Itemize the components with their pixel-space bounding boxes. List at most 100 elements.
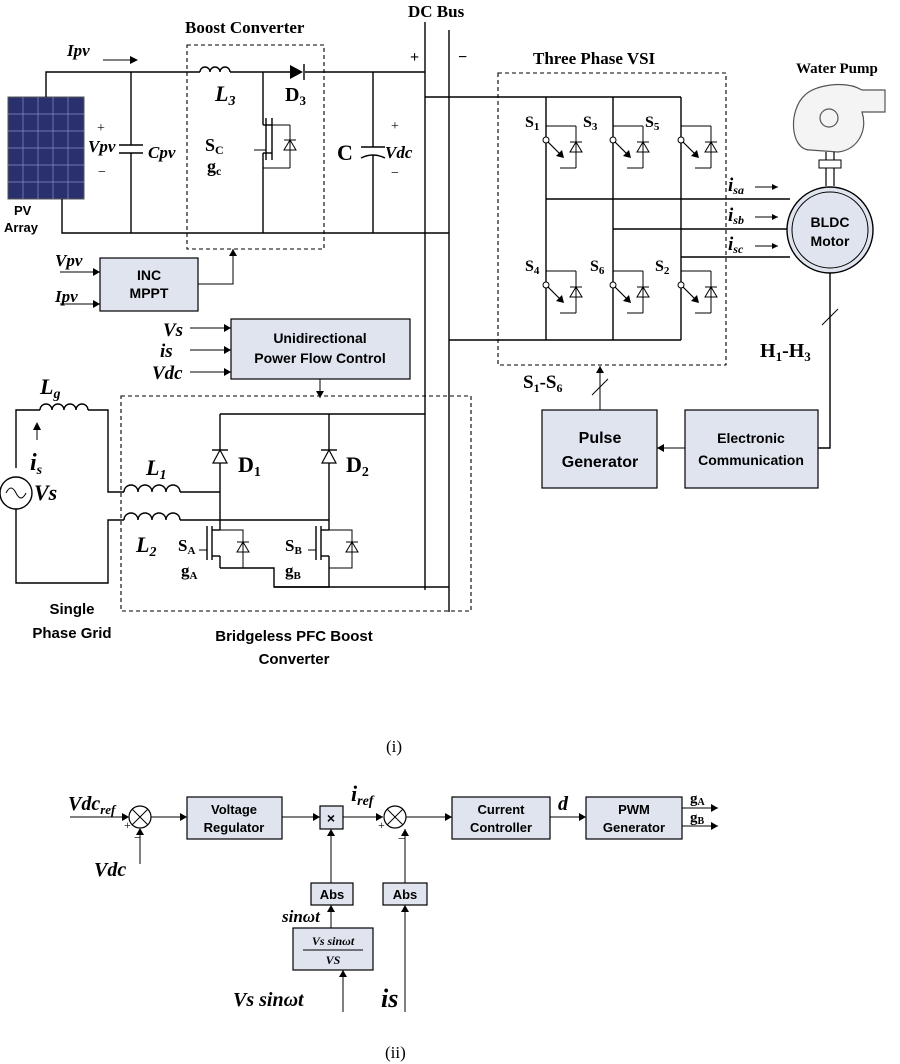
pulse-generator-block — [541, 409, 658, 489]
vdcref-label: Vdcref — [68, 793, 117, 817]
inductor-l2 — [123, 512, 181, 521]
sum1-plus: + — [124, 818, 131, 832]
mppt-ipv-arrowhead — [93, 300, 100, 308]
pv-top-wire — [45, 71, 200, 97]
hall-bus-slash — [821, 308, 839, 326]
summing-junction-current — [383, 805, 407, 829]
pwm-generator-block — [585, 796, 683, 840]
iref-label: iref — [351, 781, 375, 809]
mppt-ipv-input: Ipv — [54, 287, 78, 306]
dc-bus-minus: − — [458, 49, 467, 66]
inc-mppt-block — [99, 257, 199, 312]
mppt-output-wire — [198, 249, 234, 285]
abs1-label: Abs — [320, 887, 345, 902]
vs-sinwt-input-label: Vs sinωt — [233, 989, 305, 1011]
vpv-minus: − — [98, 165, 106, 180]
cc-to-pwm-arrowhead — [579, 813, 586, 821]
grid-bottom-wire — [15, 509, 124, 584]
normalizer-numerator: Vs sinωt — [312, 934, 355, 948]
pulse-line1: Pulse — [579, 430, 622, 447]
d1-label: D1 — [238, 452, 261, 480]
water-pump-icon — [793, 84, 886, 186]
inductor-l1 — [123, 484, 181, 493]
grid-is-label: is — [30, 450, 43, 478]
l1-label: L1 — [145, 455, 166, 483]
inductor-lg — [39, 403, 89, 411]
grid-to-l1-wire — [88, 409, 124, 493]
ipv-arrowhead — [130, 56, 138, 64]
abs2-label: Abs — [393, 887, 418, 902]
switch-sa — [199, 526, 250, 569]
electronic-line1: Electronic — [717, 430, 785, 446]
pfc-vdc-input: Vdc — [152, 363, 183, 384]
pfc-switch-return — [220, 567, 330, 588]
voltage-regulator-line1: Voltage — [211, 802, 257, 817]
boost-converter-box — [186, 44, 325, 250]
unidirectional-line2: Power Flow Control — [254, 350, 385, 366]
igbt-switch-s4 — [542, 270, 583, 314]
norm-to-abs1-arrowhead — [327, 905, 335, 912]
pfc-output-arrowhead — [316, 391, 324, 398]
vsi-switch-symbols — [542, 125, 718, 314]
igbt-switch-s3 — [609, 125, 650, 169]
caption-ii: (ii) — [385, 1043, 406, 1062]
ga-output-arrowhead — [711, 804, 718, 812]
diode-d3 — [290, 64, 305, 80]
pulse-line2: Generator — [562, 454, 638, 471]
pfc-is-arrowhead — [224, 346, 231, 354]
vdc-plus: + — [391, 119, 399, 134]
d3-label: D3 — [285, 84, 306, 108]
summing-junction-voltage — [128, 805, 152, 829]
is-input-label: is — [381, 984, 398, 1013]
is-input-arrowhead — [401, 905, 409, 912]
comm-to-pulse-arrowhead — [657, 444, 664, 452]
dc-bus-label: DC Bus — [408, 2, 465, 21]
vdc-label: Vdc — [385, 143, 413, 162]
cpv-label: Cpv — [148, 143, 176, 162]
bldc-line1: BLDC — [811, 214, 850, 230]
ga-output-label: gA — [690, 791, 706, 808]
switch-label-s4: S4 — [525, 258, 540, 277]
bridgeless-pfc-box — [120, 395, 472, 612]
bldc-motor-inner-ring — [791, 191, 869, 269]
switch-label-s5: S5 — [645, 114, 660, 133]
pfc-vdc-arrowhead — [224, 368, 231, 376]
pulse-to-vsi-arrowhead — [596, 366, 604, 373]
bridgeless-pfc-label-2: Converter — [259, 651, 330, 668]
mppt-vpv-arrowhead — [93, 268, 100, 276]
duty-label: d — [558, 793, 569, 815]
isa-arrowhead — [772, 184, 778, 190]
abs-block-1 — [310, 882, 354, 906]
mppt-output-arrowhead — [229, 249, 237, 256]
mult-to-sum2-arrowhead — [376, 813, 383, 821]
water-pump-label: Water Pump — [796, 61, 878, 77]
sum1-minus: − — [134, 830, 141, 845]
switch-label-s6: S6 — [590, 258, 605, 277]
isc-label: isc — [728, 234, 744, 256]
vs-sinwt-input-arrowhead — [339, 970, 347, 977]
vpv-plus: + — [97, 121, 105, 136]
abs2-to-sum2-arrowhead — [401, 829, 409, 836]
inc-mppt-line1: INC — [137, 267, 161, 283]
inductor-l3 — [199, 66, 231, 73]
sum2-to-cc-arrowhead — [445, 813, 452, 821]
pfc-vs-input: Vs — [163, 320, 183, 341]
pv-array-icon — [7, 96, 85, 200]
gb-output-label: gB — [690, 810, 705, 827]
gate-bus-slash — [591, 378, 609, 396]
bldc-motor — [786, 186, 874, 274]
sum1-to-vr-arrowhead — [180, 813, 187, 821]
ga-label: gA — [181, 561, 198, 582]
pv-array-label-2: Array — [4, 220, 39, 235]
multiplier-symbol: × — [327, 810, 335, 826]
grid-top-wire — [15, 409, 40, 468]
voltage-regulator-line2: Regulator — [204, 820, 265, 835]
voltage-regulator-block — [186, 796, 283, 840]
sa-label: SA — [178, 536, 195, 557]
bldc-line2: Motor — [811, 233, 850, 249]
current-controller-line2: Controller — [470, 820, 532, 835]
abs1-to-mult-arrowhead — [327, 829, 335, 836]
three-phase-vsi-title: Three Phase VSI — [533, 49, 656, 68]
lg-label: Lg — [39, 374, 60, 402]
